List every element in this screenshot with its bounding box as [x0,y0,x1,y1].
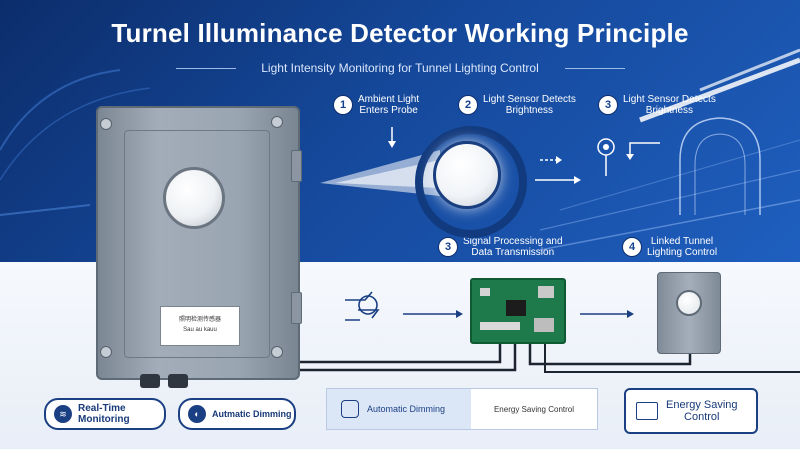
screw-icon [271,116,283,128]
step-signal-processing: 3 Signal Processing and Data Transmissio… [438,234,563,260]
shield-icon [341,400,359,418]
probe-ring [415,126,527,238]
step-signal-label: Signal Processing and Data Transmission [463,236,563,258]
connector-icon [538,286,554,298]
step-2-label: Light Sensor Detects Brightness [483,94,576,116]
step-4-number: 4 [622,237,642,257]
step-2-number: 2 [458,95,478,115]
chip-icon [506,300,526,316]
port-icon [534,318,554,332]
light-probe-icon [433,141,501,209]
controller-dome-icon [676,290,702,316]
step-1-number: 1 [333,95,353,115]
monitor-icon [636,402,658,420]
screw-icon [271,346,283,358]
step-3: 3 Light Sensor Detects Brightness [598,92,716,118]
step-2: 2 Light Sensor Detects Brightness [458,92,576,118]
screw-icon [100,118,112,130]
hinge-icon [291,150,302,182]
layers-icon: ≋ [54,405,72,423]
gauge-icon: ◐ [188,405,206,423]
device-label-plate: 照明检测传感器 Sau au kauu [160,306,240,346]
step-3-number: 3 [598,95,618,115]
feature-bar: Automatic Dimming Energy Saving Control [326,388,598,430]
page-title: Turnel Illuminance Detector Working Prin… [111,18,689,48]
step-1: 1 Ambient Light Enters Probe [333,92,419,118]
feature-bar-right: Energy Saving Control [493,404,575,414]
page-subtitle: Light Intensity Monitoring for Tunnel Li… [261,61,539,75]
sensor-dome-icon [163,167,225,229]
enclosure-lid [124,130,270,358]
step-4-label: Linked Tunnel Lighting Control [647,236,718,258]
step-3-label: Light Sensor Detects Brightness [623,94,716,116]
energy-saving-control-box: Energy Saving Control [624,388,758,434]
step-4: 4 Linked Tunnel Lighting Control [622,234,717,260]
circuit-board-icon [470,278,566,344]
hinge-icon [291,292,302,324]
subtitle-rule-left [176,68,236,69]
cable-gland-icon [168,374,188,388]
screw-icon [100,346,112,358]
step-signal-number: 3 [438,237,458,257]
feature-bar-left: Automatic Dimming [327,389,471,429]
badge-real-time-monitoring: ≋ Real-Time Monitoring [44,398,166,430]
cable-gland-icon [140,374,160,388]
badge-automatic-dimming: ◐ Autmatic Dimming [178,398,296,430]
header-pins-icon [480,322,520,330]
subtitle-rule-right [565,68,625,69]
step-1-label: Ambient Light Enters Probe [358,94,420,116]
component-icon [480,288,490,296]
